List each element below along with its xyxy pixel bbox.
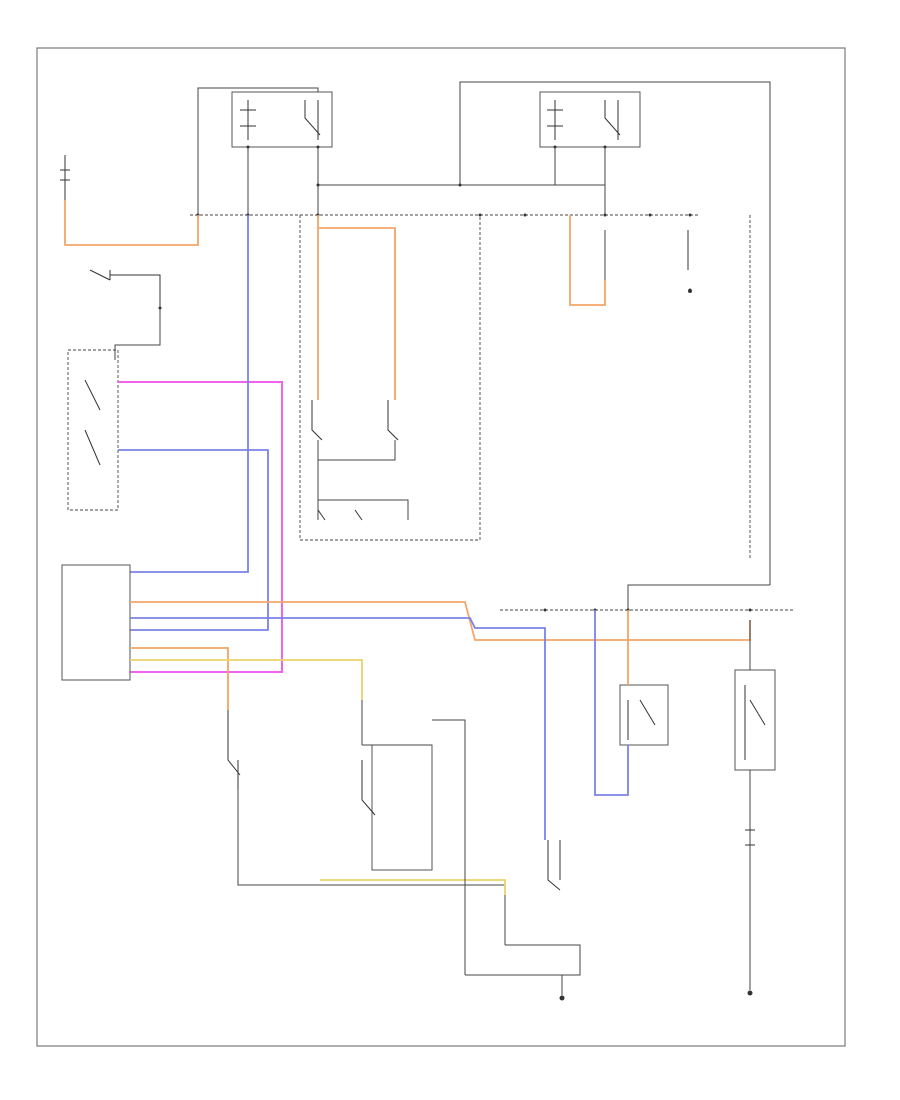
lower-relay-right [619, 684, 669, 746]
door-switch-block [67, 349, 119, 511]
left-fuse [60, 155, 70, 200]
lower-module [465, 840, 581, 976]
ground-bottom-center [559, 995, 565, 1001]
ground-top-right [688, 289, 692, 293]
top-right-relay [539, 91, 641, 149]
right-switch [734, 669, 776, 771]
diagram-frame [36, 47, 846, 1047]
top-left-relay [231, 91, 333, 149]
left-switch [89, 269, 162, 310]
ground-bottom-right [747, 990, 753, 996]
lower-switch-center [361, 700, 466, 975]
center-switches [299, 215, 481, 541]
module-connector [61, 564, 131, 681]
lower-switch-left [227, 710, 241, 790]
